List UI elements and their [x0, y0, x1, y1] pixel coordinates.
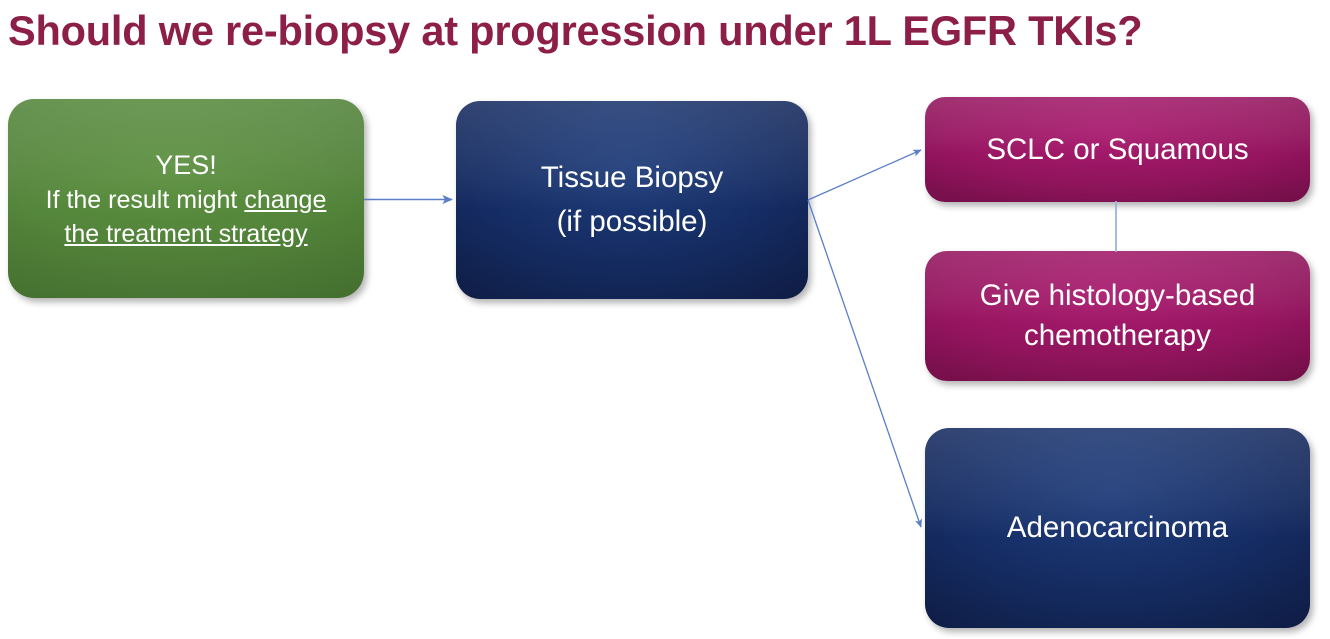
node-adeno-line1: Adenocarcinoma [1006, 511, 1229, 544]
page-title: Should we re-biopsy at progression under… [8, 7, 1143, 54]
node-adeno-label: Adenocarcinoma [925, 509, 1310, 547]
node-yes-line3-emphasis: the treatment strategy [64, 219, 308, 248]
node-adenocarcinoma[interactable]: Adenocarcinoma [925, 428, 1310, 628]
node-chemo-line2: chemotherapy [1024, 319, 1211, 352]
node-yes-line2-prefix: If the result might [45, 185, 245, 214]
node-biopsy-line1: Tissue Biopsy [540, 161, 724, 194]
node-yes-line2-emphasis: change [244, 185, 327, 214]
node-biopsy-line2: (if possible) [556, 205, 708, 238]
node-sclc-line1: SCLC or Squamous [986, 132, 1249, 166]
node-chemo-label: Give histology-based chemotherapy [925, 276, 1310, 356]
node-yes-line3: the treatment strategy [18, 217, 354, 251]
connector-biopsy-to-adeno [807, 199, 922, 528]
node-histology-based-chemotherapy[interactable]: Give histology-based chemotherapy [925, 251, 1310, 381]
node-sclc-or-squamous[interactable]: SCLC or Squamous [925, 97, 1310, 202]
node-yes-rebiopsy[interactable]: YES! If the result might change the trea… [8, 99, 364, 298]
node-yes-line1: YES! [155, 149, 217, 180]
node-chemo-line1: Give histology-based [979, 279, 1256, 312]
connector-biopsy-to-sclc [807, 149, 922, 201]
node-tissue-biopsy[interactable]: Tissue Biopsy (if possible) [456, 101, 808, 299]
node-yes-line2: If the result might change [18, 183, 354, 217]
node-sclc-label: SCLC or Squamous [925, 131, 1310, 169]
node-yes-label: YES! If the result might change the trea… [8, 147, 364, 251]
node-biopsy-label: Tissue Biopsy (if possible) [456, 156, 808, 244]
